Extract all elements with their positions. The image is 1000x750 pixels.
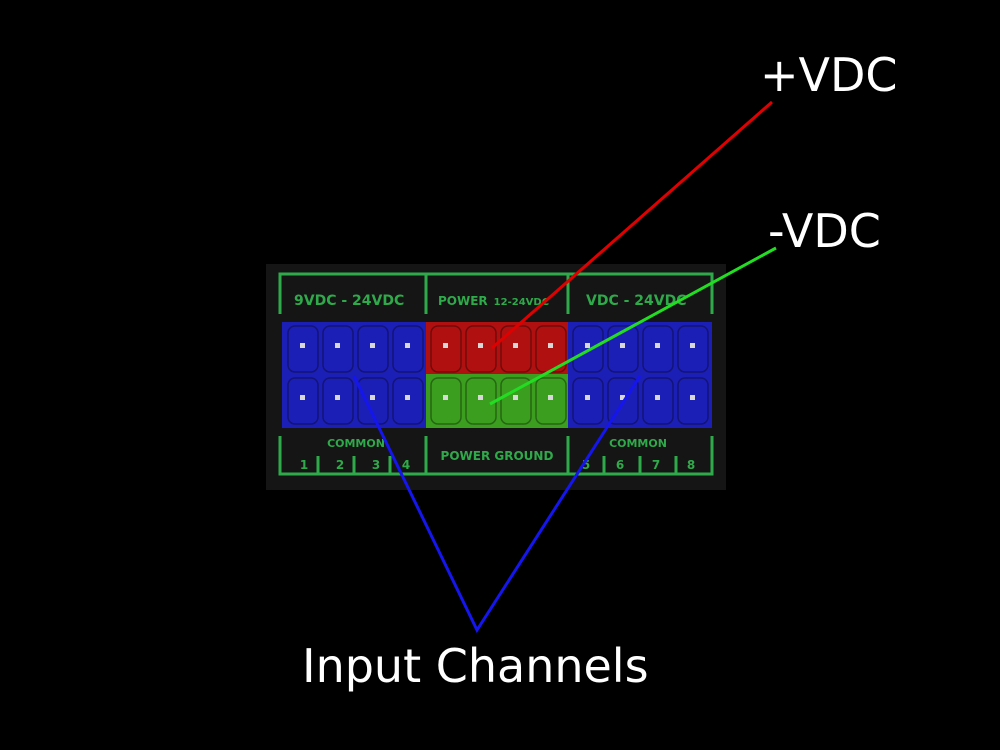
power-label-word: POWER — [438, 294, 488, 308]
terminal-cell — [357, 325, 389, 373]
square-pin-icon — [655, 343, 660, 348]
channel-number-6: 6 — [616, 458, 624, 472]
pin-cells — [287, 325, 709, 425]
square-pin-icon — [585, 343, 590, 348]
square-pin-icon — [370, 343, 375, 348]
square-pin-icon — [513, 343, 518, 348]
terminal-cell — [607, 325, 639, 373]
terminal-cell — [572, 377, 604, 425]
top-right-voltage-label: VDC - 24VDC — [586, 293, 687, 309]
top-left-voltage-label: 9VDC - 24VDC — [294, 293, 404, 309]
terminal-cell — [500, 377, 532, 425]
bottom-center-power-ground-label: POWER GROUND — [441, 449, 554, 463]
positive-vdc-leader-line — [491, 100, 773, 350]
square-pin-icon — [690, 343, 695, 348]
terminal-cell — [677, 377, 709, 425]
square-pin-icon — [478, 343, 483, 348]
negative-vdc-callout: -VDC — [768, 204, 881, 258]
terminal-cell — [392, 325, 424, 373]
terminal-cell — [430, 377, 462, 425]
channel-number-7: 7 — [652, 458, 660, 472]
channel-number-8: 8 — [687, 458, 695, 472]
power-label-range: 12-24VDC — [494, 297, 549, 308]
terminal-cell — [357, 377, 389, 425]
bottom-right-common-label: COMMON — [609, 437, 667, 450]
top-center-power-label: POWER 12-24VDC — [438, 294, 549, 308]
square-pin-icon — [443, 343, 448, 348]
input-channels-callout: Input Channels — [302, 639, 649, 693]
square-pin-icon — [405, 395, 410, 400]
terminal-cell — [535, 377, 567, 425]
terminal-cell — [430, 325, 462, 373]
square-pin-icon — [548, 343, 553, 348]
square-pin-icon — [620, 343, 625, 348]
square-pin-icon — [335, 343, 340, 348]
terminal-cell — [677, 325, 709, 373]
terminal-cell — [322, 325, 354, 373]
channel-number-3: 3 — [372, 458, 380, 472]
terminal-cell — [642, 325, 674, 373]
channel-number-5: 5 — [582, 458, 590, 472]
channel-number-2: 2 — [336, 458, 344, 472]
terminal-cell — [287, 325, 319, 373]
terminal-cell — [287, 377, 319, 425]
square-pin-icon — [513, 395, 518, 400]
bottom-left-common-label: COMMON — [327, 437, 385, 450]
square-pin-icon — [443, 395, 448, 400]
square-pin-icon — [690, 395, 695, 400]
square-pin-icon — [585, 395, 590, 400]
square-pin-icon — [405, 343, 410, 348]
terminal-cell — [465, 377, 497, 425]
pins — [300, 343, 695, 400]
positive-vdc-callout: +VDC — [760, 48, 898, 102]
channel-number-1: 1 — [300, 458, 308, 472]
square-pin-icon — [300, 343, 305, 348]
square-pin-icon — [300, 395, 305, 400]
square-pin-icon — [620, 395, 625, 400]
input-channels-leader-line — [352, 375, 642, 634]
square-pin-icon — [335, 395, 340, 400]
square-pin-icon — [478, 395, 483, 400]
channel-number-4: 4 — [402, 458, 410, 472]
square-pin-icon — [655, 395, 660, 400]
negative-vdc-leader-line — [489, 246, 777, 406]
terminal-cell — [322, 377, 354, 425]
terminal-cell — [642, 377, 674, 425]
square-pin-icon — [548, 395, 553, 400]
square-pin-icon — [370, 395, 375, 400]
terminal-cell — [465, 325, 497, 373]
terminal-cell — [392, 377, 424, 425]
terminal-cell — [500, 325, 532, 373]
bottom-silkscreen-frame — [278, 436, 714, 476]
